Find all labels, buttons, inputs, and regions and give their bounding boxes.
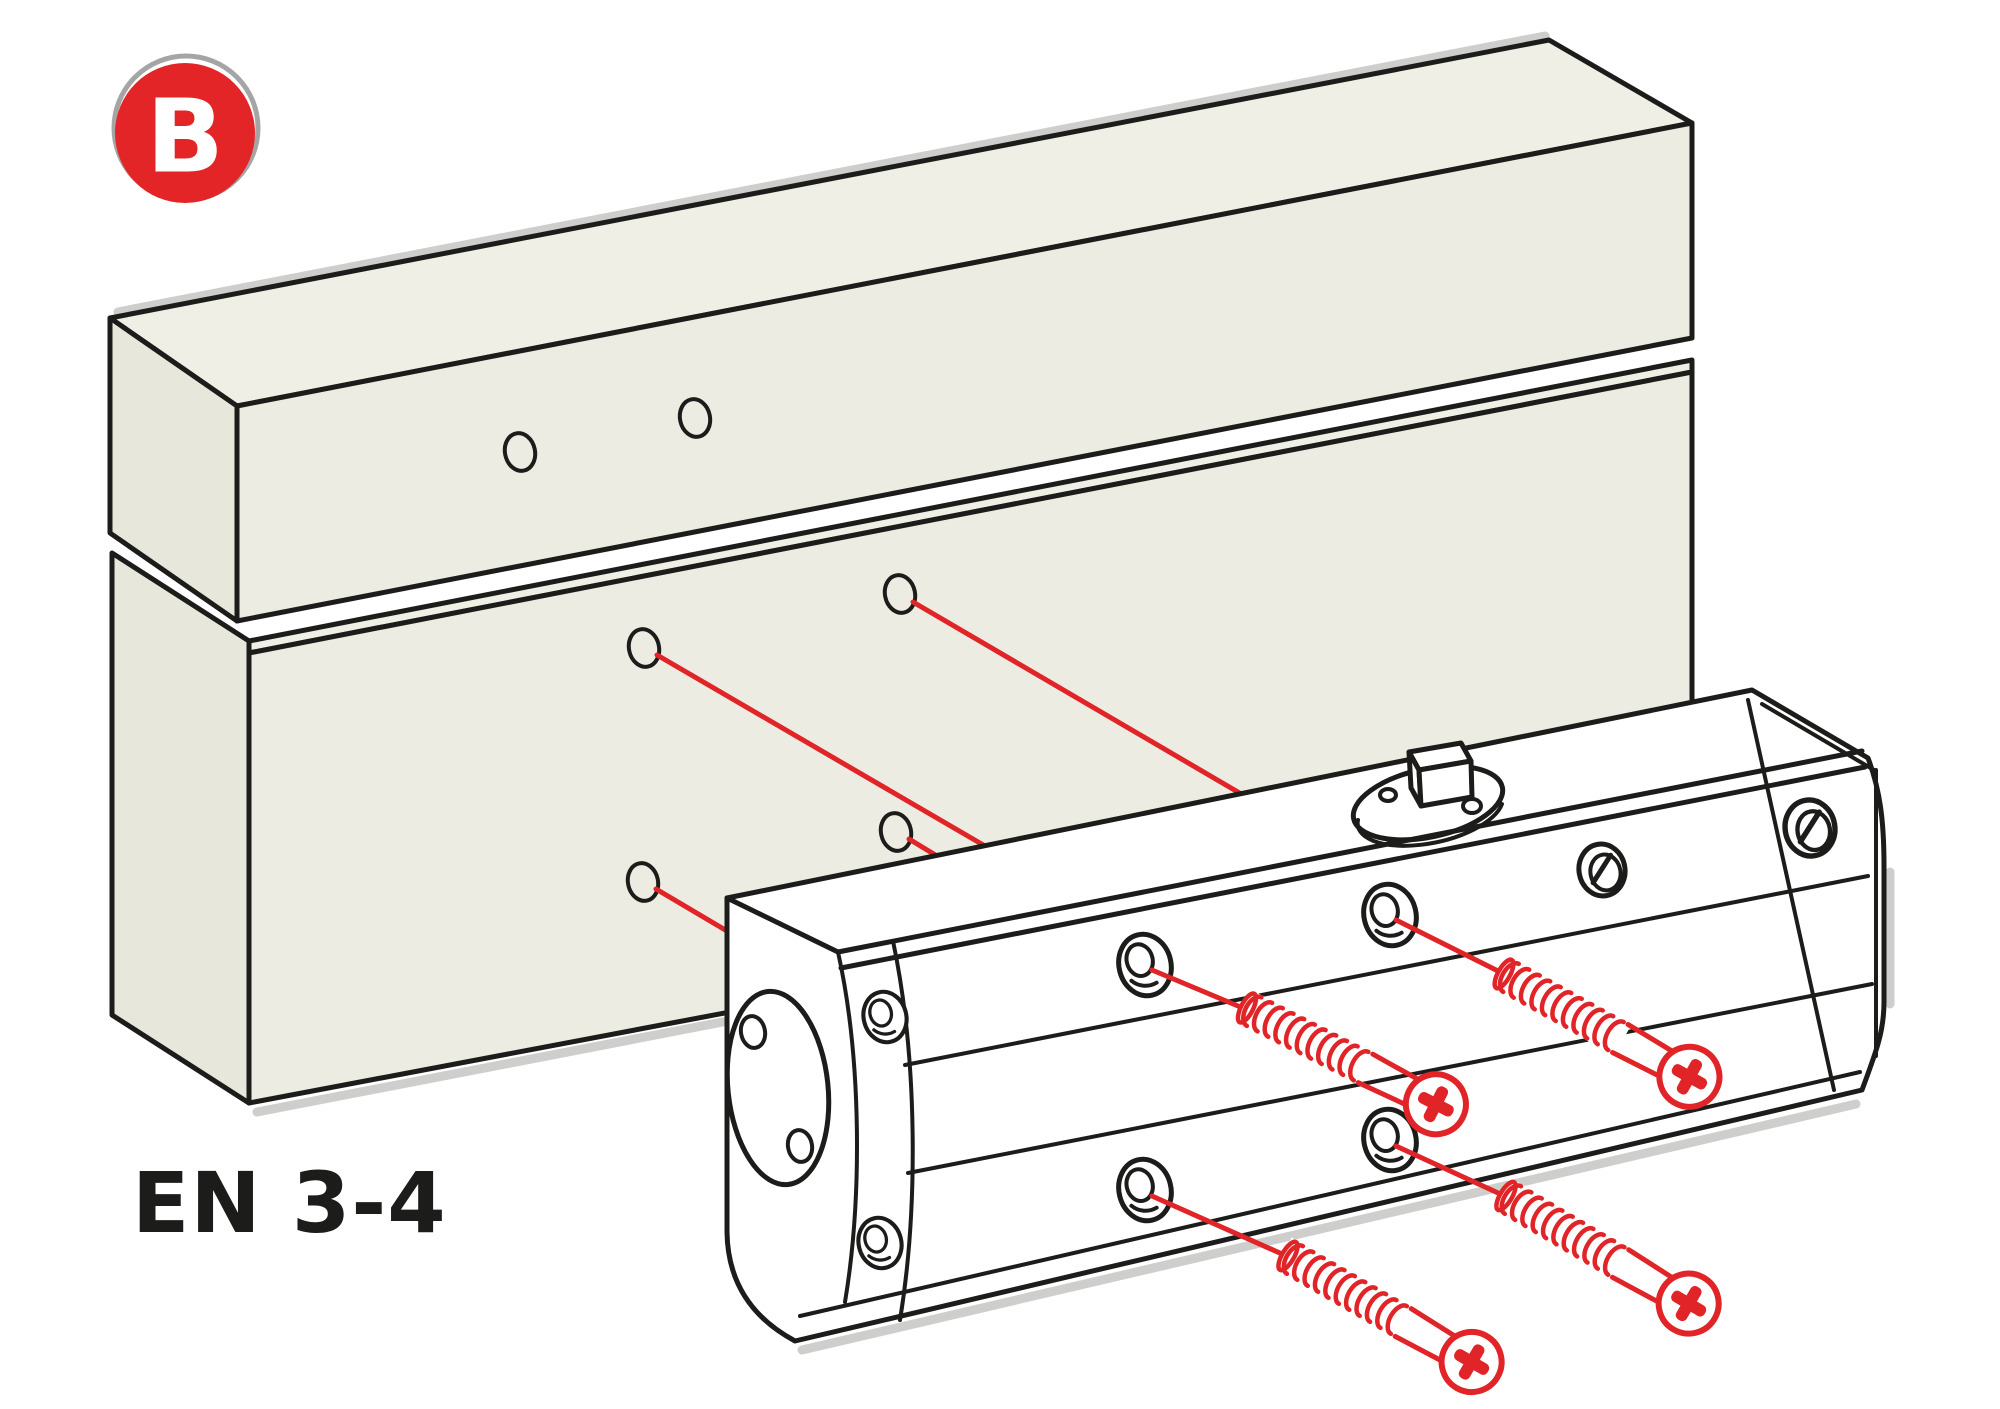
- closer-left-strip-edge: [836, 950, 859, 1304]
- closer-band-line: [903, 874, 1870, 1067]
- screw-axis-line: [1393, 917, 1509, 978]
- leader-line: [906, 836, 940, 859]
- mounting-screws: [1149, 917, 1730, 1403]
- spindle-front: [1416, 758, 1475, 809]
- door-closer-body: [724, 687, 1895, 1355]
- mounting-screw: [1268, 1227, 1513, 1403]
- leader-line: [654, 652, 988, 849]
- pinion-boss-rim: [1355, 802, 1504, 848]
- mounting-screw: [1486, 1167, 1730, 1345]
- leader-line: [910, 599, 1246, 798]
- frame-drill-hole: [677, 397, 713, 439]
- closer-end-face-circle: [724, 988, 832, 1188]
- closer-shadow: [797, 867, 1895, 1355]
- door-leaf: [109, 357, 1695, 1117]
- closer-end-cap-crease: [1746, 698, 1836, 1092]
- door-drill-hole: [625, 861, 661, 903]
- leader-line: [653, 886, 730, 934]
- closer-end-cap-edge: [1760, 702, 1878, 1058]
- closer-left-strip-edge: [891, 939, 915, 1322]
- door-drill-hole: [626, 627, 662, 669]
- door-shadow: [252, 1015, 738, 1117]
- screw-axis-line: [1149, 1193, 1294, 1261]
- screw-axis-line: [1393, 1143, 1512, 1201]
- frame-drill-hole: [502, 431, 538, 473]
- door-drill-hole: [878, 811, 914, 853]
- standard-rating-label: EN 3-4: [132, 1154, 447, 1252]
- alignment-leader-lines: [653, 599, 1246, 934]
- closer-front-top-edge: [835, 748, 1868, 971]
- pinion-spindle: [1350, 740, 1506, 848]
- badge-circle: [115, 63, 255, 203]
- closer-bottom-chamfer: [798, 1070, 1862, 1318]
- closer-end-face-hole: [738, 1014, 768, 1050]
- door-frame-beam: [107, 31, 1695, 624]
- closer-band-line: [906, 982, 1874, 1175]
- door-drill-hole: [882, 573, 918, 615]
- frame-front-face: [234, 120, 1695, 624]
- badge-letter: B: [146, 78, 224, 197]
- door-end-face: [109, 550, 252, 1106]
- pinion-detail: [1378, 787, 1398, 803]
- closer-end-face-hole: [785, 1128, 815, 1164]
- step-badge: B: [111, 53, 261, 203]
- closer-top-end-crease: [724, 895, 841, 955]
- screw-axis-line: [1149, 967, 1253, 1014]
